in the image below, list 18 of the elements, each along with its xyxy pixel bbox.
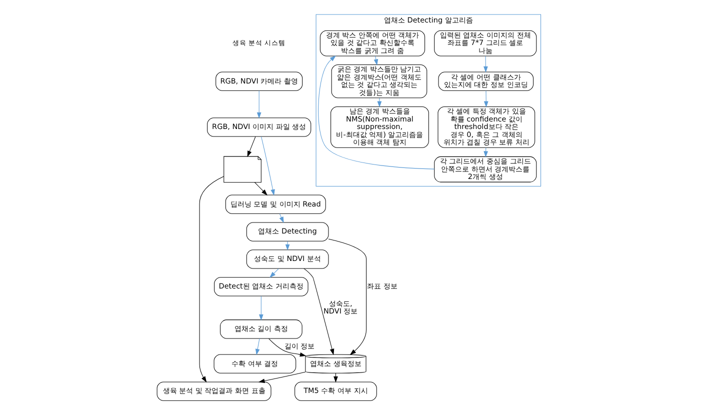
arrow bbox=[258, 296, 263, 321]
arrow bbox=[269, 268, 278, 278]
arrow bbox=[254, 338, 260, 356]
arrow bbox=[483, 56, 488, 73]
arrow bbox=[258, 372, 306, 383]
arrow bbox=[376, 98, 382, 108]
arrow bbox=[260, 136, 274, 196]
arrow bbox=[483, 90, 488, 108]
arrow bbox=[328, 238, 366, 355]
arrow bbox=[198, 176, 224, 383]
arrow bbox=[318, 56, 434, 170]
arrow bbox=[246, 136, 256, 158]
arrow bbox=[284, 240, 290, 251]
arrow bbox=[254, 182, 267, 196]
arrow bbox=[278, 214, 284, 224]
arrow bbox=[256, 90, 261, 119]
arrow bbox=[373, 56, 378, 66]
arrow bbox=[268, 338, 306, 357]
